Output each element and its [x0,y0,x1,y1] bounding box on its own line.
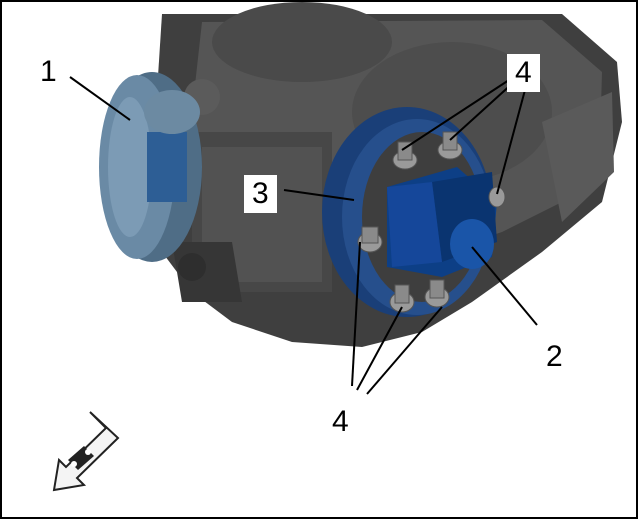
callout-4-top: 4 [507,54,540,92]
pulley [99,72,202,262]
callout-3: 3 [244,175,277,213]
bolt-top-right [437,131,463,160]
leader-4-bottom-a [351,241,361,387]
callout-1: 1 [40,55,57,88]
car-forward-direction-icon [52,411,120,492]
bolt-left [357,226,383,253]
leader-1 [69,76,131,121]
leader-4-bottom-b [356,306,403,391]
bolt-bottom-left [389,284,415,313]
leader-4-top-c [496,89,526,195]
callout-4-bottom: 4 [332,405,349,438]
hub-tool [387,167,497,277]
bolt-right [488,186,506,208]
callout-2: 2 [546,340,563,373]
leader-4-top-b [449,81,515,141]
leader-lines [69,76,538,395]
bolt-bottom-right [424,279,450,308]
leader-4-bottom-c [366,306,443,395]
leader-4-top-a [401,79,510,151]
leader-2 [471,246,538,326]
leader-3 [283,189,355,201]
